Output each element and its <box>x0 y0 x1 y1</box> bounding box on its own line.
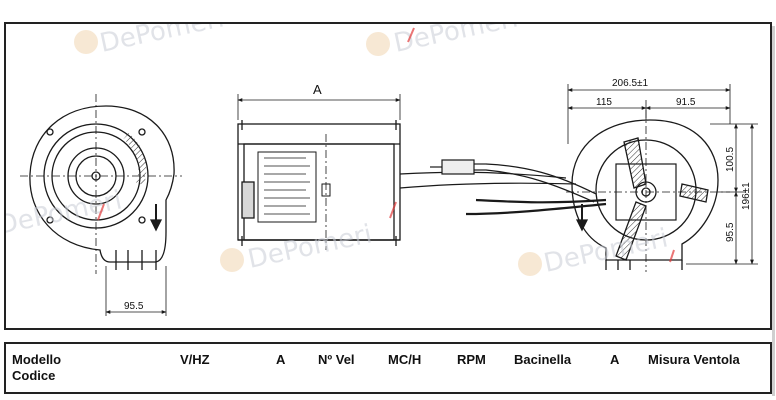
dim-side-length: A <box>313 82 322 97</box>
watermark-1: DePomeri <box>97 24 226 59</box>
col-mch: MC/H <box>388 352 422 367</box>
watermark-logo-icon <box>366 32 390 56</box>
front-view <box>20 94 182 316</box>
watermark-logo-icon <box>220 248 244 272</box>
col-rpm: RPM <box>457 352 486 367</box>
side-view <box>237 94 577 250</box>
watermark-2: DePomeri <box>391 24 520 59</box>
dim-front-width: 95.5 <box>124 301 144 312</box>
col-modello-codice: Modello Codice <box>12 352 62 383</box>
col-a-2: A <box>610 352 620 367</box>
watermark-logo-icon <box>74 30 98 54</box>
rear-view <box>566 84 758 272</box>
technical-drawing: 95.5 A <box>6 24 758 316</box>
dim-rear-lower-height: 95.5 <box>725 222 736 242</box>
dim-rear-total-height: 196±1 <box>741 182 752 210</box>
watermark-3: DePomeri <box>245 219 374 275</box>
col-a: A <box>276 352 286 367</box>
dim-rear-left: 115 <box>596 97 612 108</box>
frame-shadow <box>772 26 775 396</box>
col-nvel: Nº Vel <box>318 352 355 367</box>
spec-table-header: Modello Codice V/HZ A Nº Vel MC/H RPM Ba… <box>4 342 772 394</box>
watermark-group: DePomeri DePomeri DePomeri DePomeri DePo… <box>6 24 675 279</box>
col-misura-ventola: Misura Ventola <box>648 352 740 367</box>
cable-connector <box>430 159 607 216</box>
watermark-4: DePomeri <box>6 185 125 241</box>
technical-drawing-frame: 95.5 A <box>4 22 772 330</box>
col-bacinella: Bacinella <box>514 352 572 367</box>
watermark-5: DePomeri <box>541 223 670 279</box>
col-vhz: V/HZ <box>180 352 210 367</box>
dim-rear-right: 91.5 <box>676 97 696 108</box>
dim-rear-total-width: 206.5±1 <box>612 78 649 89</box>
dim-rear-upper-height: 100.5 <box>725 147 736 172</box>
watermark-logo-icon <box>518 252 542 276</box>
